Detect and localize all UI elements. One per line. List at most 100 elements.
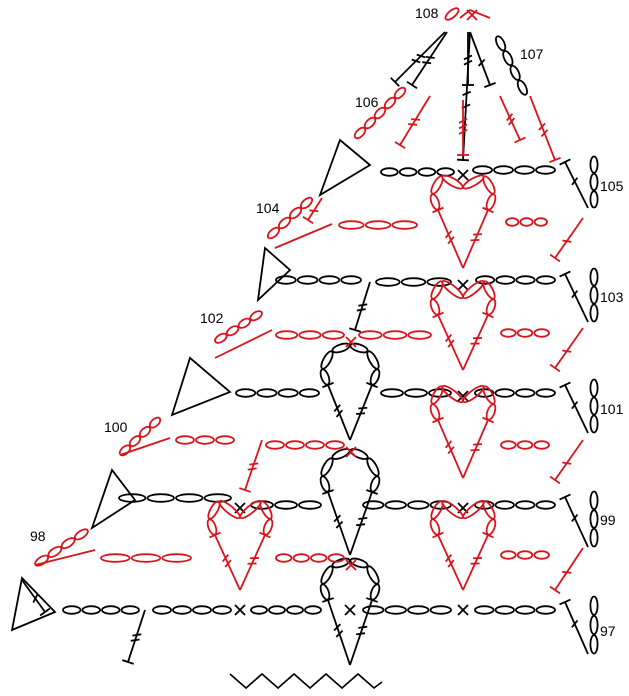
chain-stitch bbox=[81, 605, 101, 615]
chain-stitch bbox=[444, 7, 460, 21]
chain-stitch bbox=[485, 298, 497, 316]
stitch-top-bar bbox=[549, 156, 561, 164]
stitch-crossbar bbox=[356, 632, 366, 636]
double-crochet-stitch bbox=[21, 579, 46, 613]
chain-stitch bbox=[380, 167, 399, 177]
chain-stitch bbox=[485, 193, 497, 211]
chain-stitch bbox=[515, 605, 536, 615]
chain-stitch bbox=[47, 545, 63, 558]
chain-stitch bbox=[589, 414, 599, 434]
chain-stitch bbox=[320, 350, 334, 370]
double-crochet-stitch bbox=[307, 197, 323, 221]
chain-stitch bbox=[369, 368, 381, 386]
chain-stitch bbox=[331, 342, 351, 354]
chain-stitch bbox=[249, 310, 263, 322]
stitch-top-bar bbox=[559, 598, 571, 606]
chain-stitch bbox=[505, 217, 520, 227]
stitch-top-bar bbox=[559, 493, 571, 501]
chain-stitch bbox=[482, 175, 496, 195]
chain-stitch bbox=[235, 388, 257, 398]
single-crochet-stitch bbox=[345, 559, 357, 571]
chain-stitch bbox=[237, 317, 252, 329]
chain-stitch bbox=[331, 557, 351, 569]
chain-stitch bbox=[319, 583, 331, 601]
double-crochet-stitch bbox=[411, 31, 448, 86]
stitch-top-bar bbox=[549, 253, 561, 263]
chain-stitch bbox=[138, 425, 152, 438]
chain-stitch bbox=[298, 388, 320, 398]
chain-stitch bbox=[391, 220, 418, 230]
stitch-crossbar bbox=[571, 513, 579, 523]
chain-stitch bbox=[429, 605, 452, 615]
stitch-top-bar bbox=[394, 141, 406, 149]
stitch-crossbar bbox=[470, 239, 480, 242]
stitch-top-bar bbox=[390, 77, 400, 87]
chain-stitch bbox=[256, 388, 278, 398]
stitch-crossbar bbox=[472, 443, 483, 446]
black-stitches bbox=[10, 31, 599, 666]
stitch-top-bar bbox=[122, 659, 134, 665]
stitch-crossbar bbox=[562, 349, 572, 353]
chain-stitch bbox=[304, 605, 322, 615]
stitch-crossbar bbox=[571, 619, 579, 628]
chain-stitch bbox=[73, 528, 89, 541]
stitch-top-bar bbox=[549, 475, 561, 485]
corner-triangle bbox=[10, 576, 57, 632]
stitch-top-bar bbox=[39, 607, 51, 617]
double-crochet-stitch bbox=[554, 217, 584, 259]
edge-stitch bbox=[214, 329, 273, 359]
stitch-crossbar bbox=[458, 123, 468, 130]
chain-stitch bbox=[589, 303, 599, 323]
chain-stitch bbox=[62, 605, 82, 615]
double-crochet-stitch bbox=[437, 534, 464, 591]
double-crochet-stitch bbox=[564, 161, 589, 209]
chain-stitch bbox=[400, 277, 427, 287]
double-crochet-stitch bbox=[239, 534, 266, 591]
chain-stitch bbox=[535, 165, 556, 175]
stitch-top-bar bbox=[456, 158, 470, 162]
stitch-crossbar bbox=[356, 523, 366, 527]
single-crochet-stitch bbox=[234, 604, 246, 616]
row-label-98: 98 bbox=[30, 528, 46, 544]
chain-stitch bbox=[407, 605, 430, 615]
chain-stitch bbox=[175, 435, 195, 445]
chain-stitch bbox=[320, 565, 334, 585]
chain-stitch bbox=[266, 226, 281, 240]
chain-stitch bbox=[482, 280, 496, 300]
row-label-107: 107 bbox=[520, 46, 544, 62]
chain-stitch bbox=[515, 388, 536, 398]
double-crochet-stitch bbox=[437, 419, 464, 479]
stitch-crossbar bbox=[444, 334, 453, 343]
stitch-top-bar bbox=[484, 82, 496, 88]
stitch-crossbar bbox=[472, 233, 483, 236]
chain-stitch bbox=[533, 440, 550, 450]
edge-stitch bbox=[274, 223, 333, 249]
chain-stitch bbox=[509, 64, 521, 81]
chain-stitch bbox=[589, 634, 599, 655]
chain-stitch bbox=[502, 50, 514, 67]
chain-stitch bbox=[277, 388, 299, 398]
chain-stitch bbox=[298, 330, 322, 340]
chain-stitch bbox=[589, 527, 599, 548]
double-crochet-stitch bbox=[554, 327, 584, 369]
chain-stitch bbox=[212, 605, 232, 615]
stitch-crossbar bbox=[444, 554, 453, 563]
stitch-crossbar bbox=[540, 129, 549, 138]
chain-stitch bbox=[128, 435, 142, 448]
chain-stitch bbox=[161, 553, 192, 563]
row-label-106: 106 bbox=[355, 94, 379, 110]
chain-stitch bbox=[519, 217, 534, 227]
stitch-crossbar bbox=[422, 61, 432, 65]
chain-stitch bbox=[495, 275, 516, 285]
stitch-crossbar bbox=[463, 59, 473, 66]
chain-stitch bbox=[206, 518, 218, 536]
chain-stitch bbox=[535, 275, 556, 285]
stitch-crossbar bbox=[571, 177, 579, 186]
stitch-crossbar bbox=[416, 53, 426, 59]
chain-stitch bbox=[533, 217, 548, 227]
single-crochet-stitch bbox=[457, 604, 469, 616]
stitch-crossbar bbox=[411, 118, 421, 121]
stitch-top-bar bbox=[239, 487, 251, 493]
chain-stitch bbox=[380, 388, 404, 398]
